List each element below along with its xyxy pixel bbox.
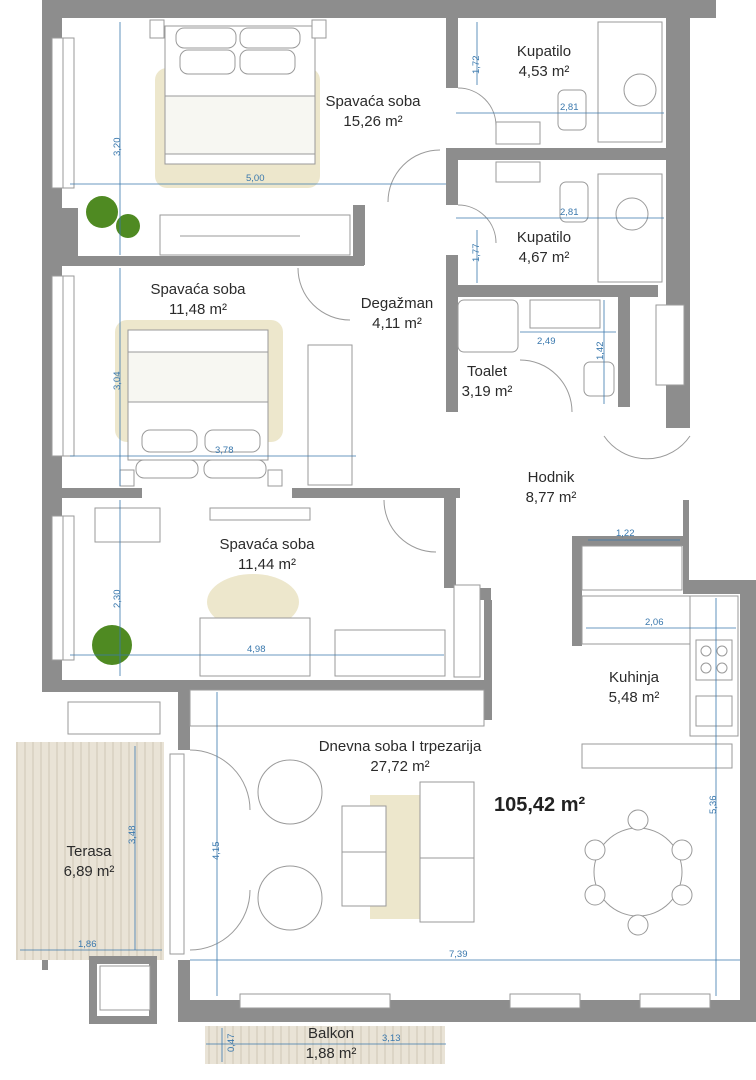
dimension-label: 1,72 — [471, 55, 482, 75]
room-name: Spavaća soba — [219, 536, 315, 553]
dimension-label: 1,22 — [616, 528, 635, 539]
room-label-kitchen: Kuhinja 5,48 m² — [609, 668, 660, 708]
room-area: 5,48 m² — [608, 689, 660, 706]
room-label-living-dining: Dnevna soba I trpezarija 27,72 m² — [319, 737, 482, 777]
dimension-label: 2,81 — [560, 102, 579, 113]
total-area: 105,42 m² — [494, 794, 586, 816]
bed-2 — [119, 329, 283, 487]
balcony-deck — [205, 1026, 445, 1064]
room-name: Balkon — [308, 1025, 354, 1042]
room-label-hallway: Hodnik 8,77 m² — [526, 468, 577, 508]
dimension-label: 3,48 — [127, 825, 138, 845]
dimension-label: 2,30 — [112, 589, 123, 609]
dimension-label: 5,00 — [246, 173, 265, 184]
room-label-bedroom-1: Spavaća soba 15,26 m² — [325, 92, 420, 132]
room-area: 4,53 m² — [518, 63, 570, 80]
dimension-label: 2,06 — [645, 617, 664, 628]
dimension-label: 7,39 — [449, 949, 468, 960]
terrace-deck — [16, 742, 164, 960]
room-area: 6,89 m² — [63, 863, 115, 880]
room-name: Kupatilo — [516, 43, 572, 60]
room-name: Toalet — [466, 363, 508, 380]
bed3-rug — [207, 574, 299, 630]
dimension-label: 1,86 — [78, 939, 97, 950]
room-label-bathroom-2: Kupatilo 4,67 m² — [517, 228, 571, 268]
room-name: Kupatilo — [516, 229, 572, 246]
dimension-label: 0,47 — [226, 1033, 237, 1053]
room-area: 11,44 m² — [237, 556, 297, 573]
dimension-label: 1,77 — [471, 243, 482, 263]
windows — [51, 37, 711, 1009]
furniture — [67, 214, 739, 1011]
room-name: Hodnik — [527, 469, 575, 486]
door-swings — [189, 87, 691, 951]
dimension-label: 1,42 — [595, 341, 606, 361]
room-name: Dnevna soba I trpezarija — [318, 738, 482, 755]
dimension-lines — [20, 22, 740, 1062]
room-label-closet: Degažman 4,11 m² — [361, 294, 434, 334]
room-area: 1,88 m² — [305, 1045, 357, 1062]
room-name: Kuhinja — [608, 669, 660, 686]
room-label-bathroom-1: Kupatilo 4,53 m² — [517, 42, 571, 82]
room-area: 4,67 m² — [518, 249, 570, 266]
dimension-label: 4,15 — [211, 841, 222, 861]
room-area: 27,72 m² — [370, 758, 430, 775]
dimension-label: 4,98 — [247, 644, 266, 655]
room-label-toilet: Toalet 3,19 m² — [462, 362, 513, 402]
room-area: 15,26 m² — [343, 113, 403, 130]
dimension-label: 2,81 — [560, 207, 579, 218]
room-area: 3,19 m² — [461, 383, 513, 400]
room-name: Spavaća soba — [325, 93, 421, 110]
room-area: 4,11 m² — [372, 315, 422, 332]
room-label-terrace: Terasa 6,89 m² — [64, 842, 115, 882]
room-name: Spavaća soba — [150, 281, 246, 298]
dimension-label: 3,04 — [112, 371, 123, 391]
dimension-label: 5,36 — [708, 795, 719, 815]
dimension-label: 2,49 — [537, 336, 556, 347]
dimension-label: 3,20 — [112, 137, 123, 157]
bathroom-fixtures — [457, 21, 663, 397]
room-area: 8,77 m² — [525, 489, 577, 506]
room-label-bedroom-3: Spavaća soba 11,44 m² — [219, 535, 314, 575]
room-area: 11,48 m² — [168, 301, 228, 318]
room-label-balcony: Balkon 1,88 m² — [306, 1024, 357, 1064]
bed-1 — [149, 19, 327, 165]
room-name: Terasa — [66, 843, 112, 860]
dimension-label: 3,13 — [382, 1033, 401, 1044]
room-name: Degažman — [360, 295, 434, 312]
dimension-label: 3,78 — [215, 445, 234, 456]
room-label-bedroom-2: Spavaća soba 11,48 m² — [150, 280, 245, 320]
